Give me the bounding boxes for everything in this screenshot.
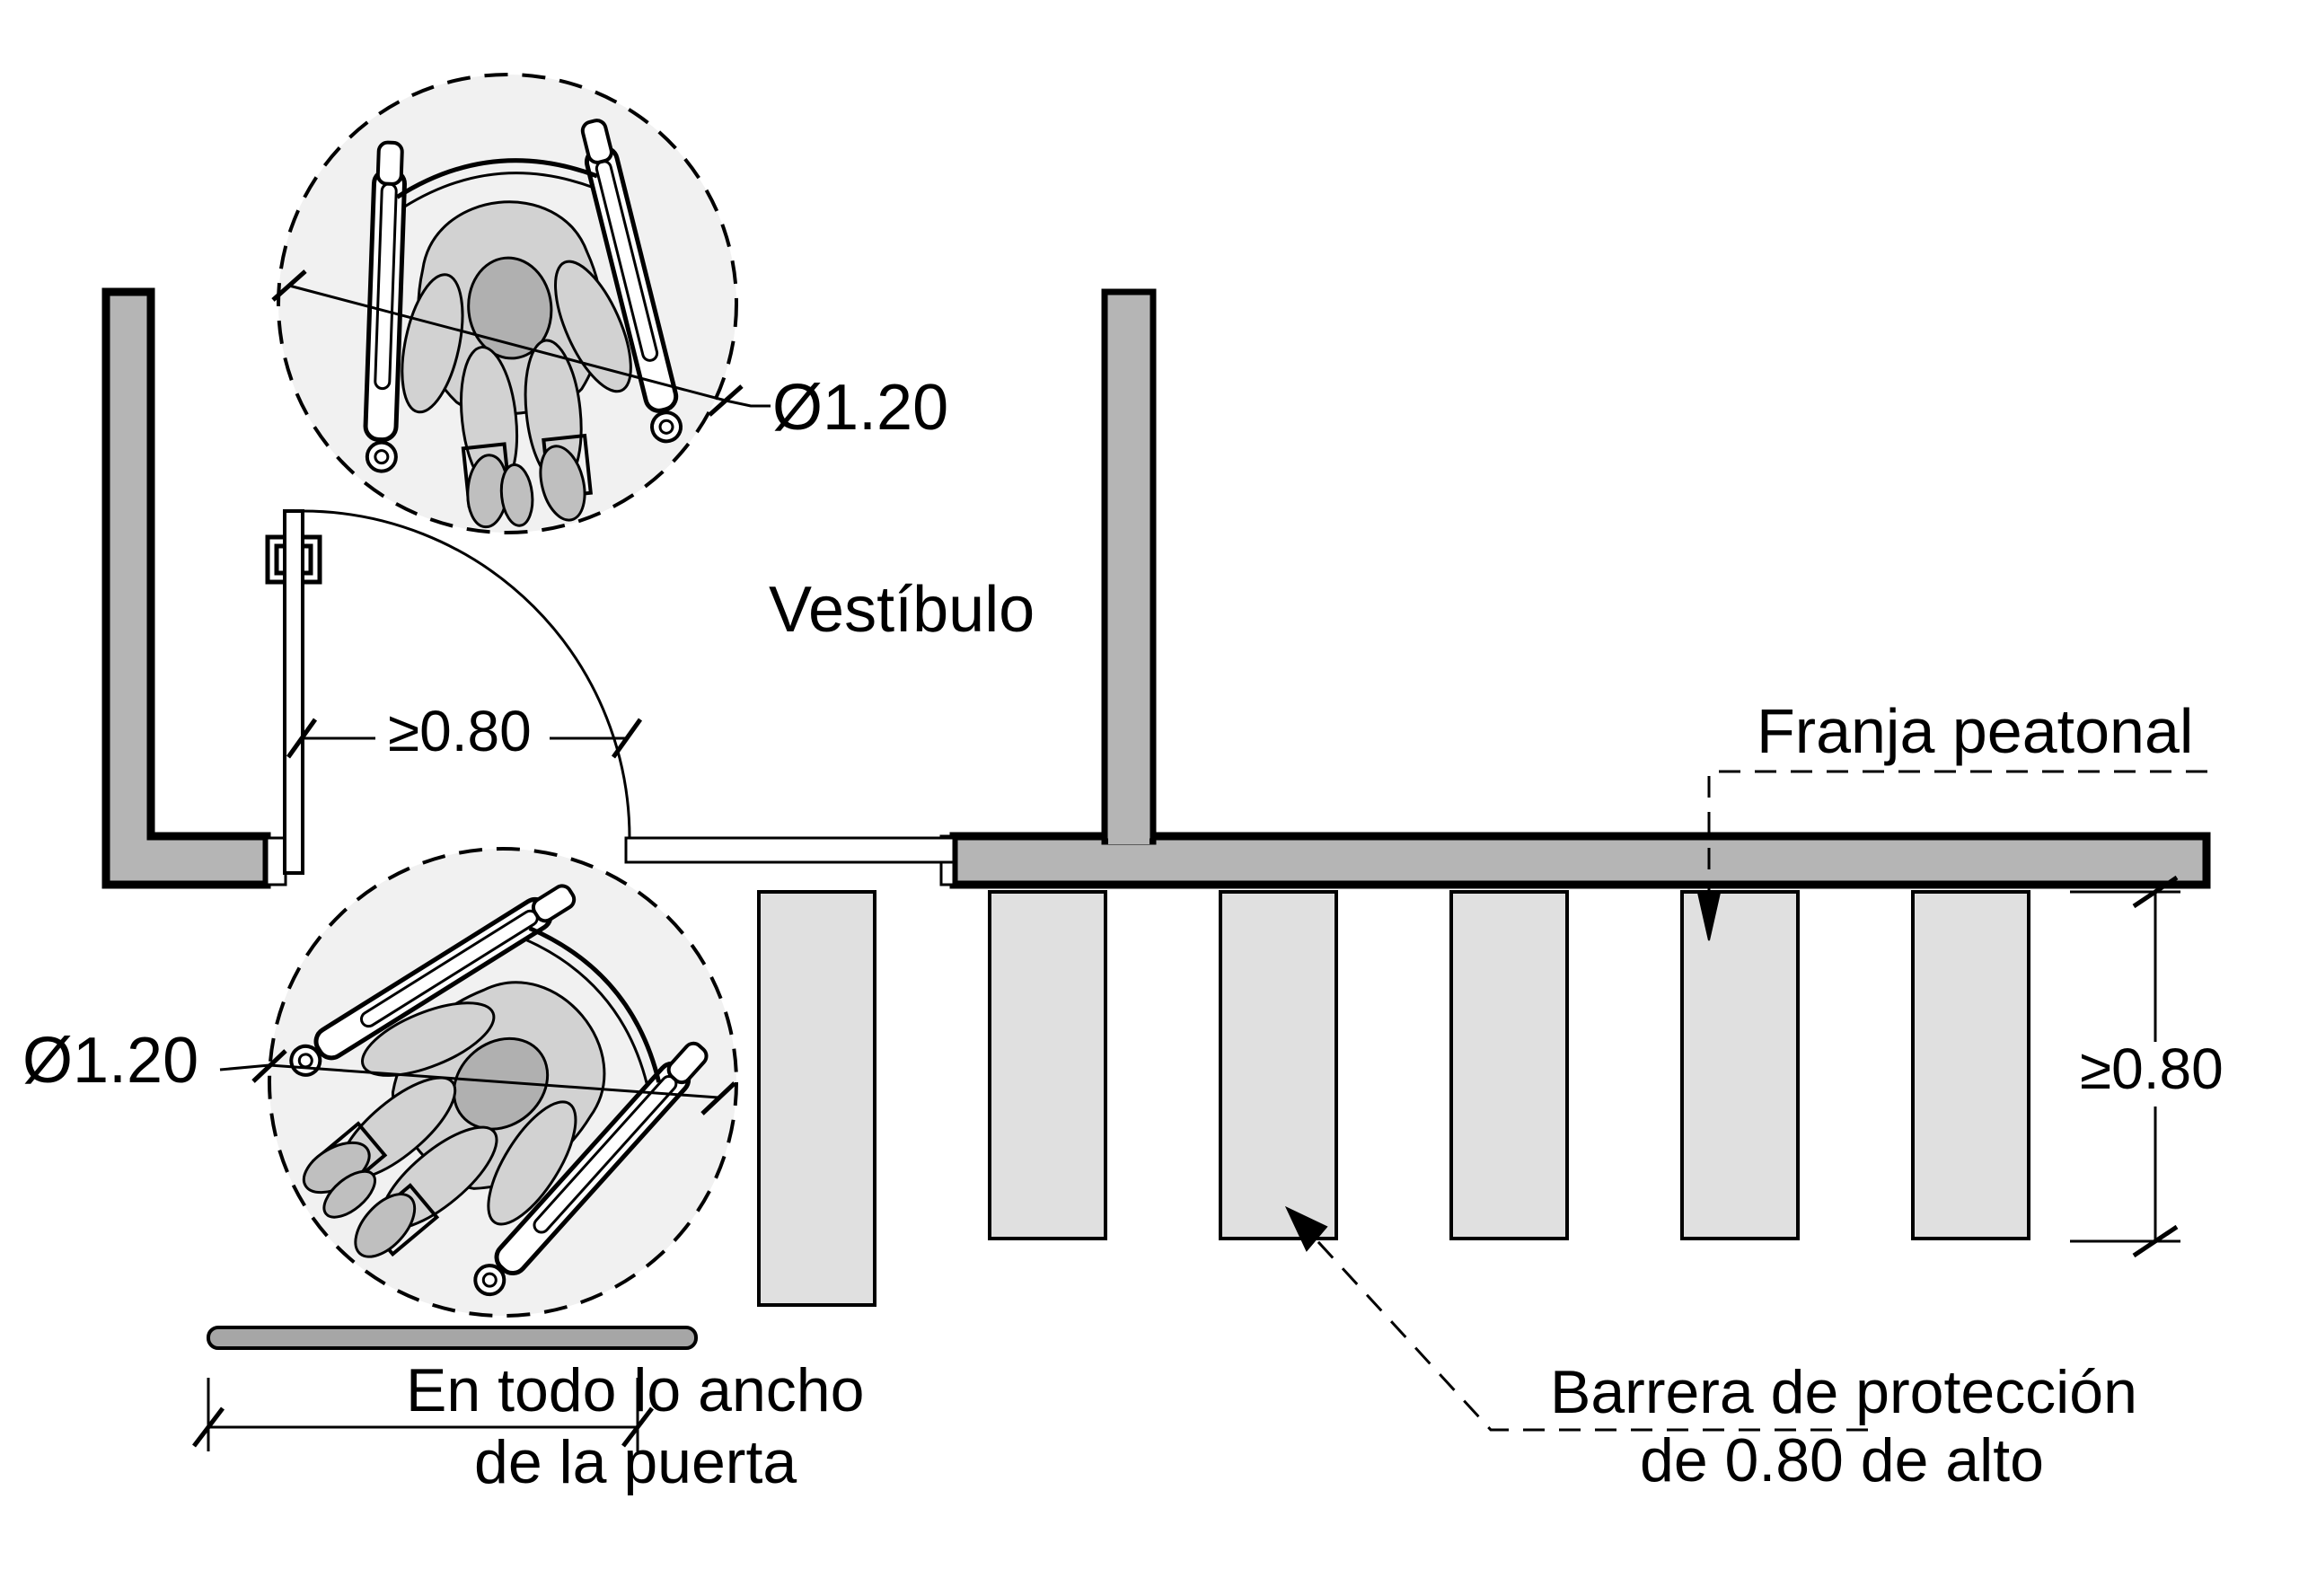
label-door-clear-width: ≥0.80	[388, 699, 532, 763]
turning-circle-top	[271, 73, 771, 543]
door-hinge-bracket-left	[265, 534, 285, 585]
dimension-door-clear-width	[286, 718, 643, 759]
wall-left	[101, 287, 271, 889]
label-barrier-line2: de 0.80 de alto	[1640, 1426, 2044, 1495]
arrow-down-icon	[1696, 892, 1722, 941]
door	[265, 509, 631, 875]
label-door-full-width-line2: de la puerta	[474, 1428, 797, 1496]
label-strip-min-width: ≥0.80	[2080, 1036, 2224, 1101]
barrier-post	[1911, 890, 2030, 1240]
door-leaf	[283, 509, 304, 875]
barrier-post	[757, 890, 876, 1307]
door-hinge-bracket-right	[303, 534, 322, 585]
leader-protection-barrier	[1284, 1205, 1868, 1432]
arrow-up-left-icon	[1284, 1205, 1328, 1252]
dimension-door-full-width	[192, 1378, 654, 1451]
label-turning-circle-top: Ø1.20	[772, 372, 949, 444]
label-door-full-width-line1: En todo lo ancho	[406, 1356, 865, 1424]
turning-circle-bottom	[219, 844, 742, 1349]
barrier-posts	[757, 890, 2030, 1307]
label-barrier-line1: Barrera de protección	[1550, 1358, 2137, 1426]
label-pedestrian-strip: Franja peatonal	[1757, 696, 2194, 766]
label-room-vestibulo: Vestíbulo	[769, 574, 1035, 646]
sidewalk-strip	[624, 836, 956, 864]
barrier-post	[1680, 890, 1800, 1240]
leader-pedestrian-strip	[1696, 770, 2207, 941]
barrier-post	[988, 890, 1107, 1240]
barrier-post	[1219, 890, 1338, 1240]
door-swing-arc	[302, 509, 631, 839]
wall-right	[1101, 288, 1157, 845]
barrier-post	[1449, 890, 1569, 1240]
tactile-bar	[207, 1326, 698, 1350]
label-turning-circle-bottom: Ø1.20	[22, 1025, 199, 1097]
door-left-jamb	[265, 836, 287, 886]
dimension-strip-width	[2070, 875, 2180, 1258]
